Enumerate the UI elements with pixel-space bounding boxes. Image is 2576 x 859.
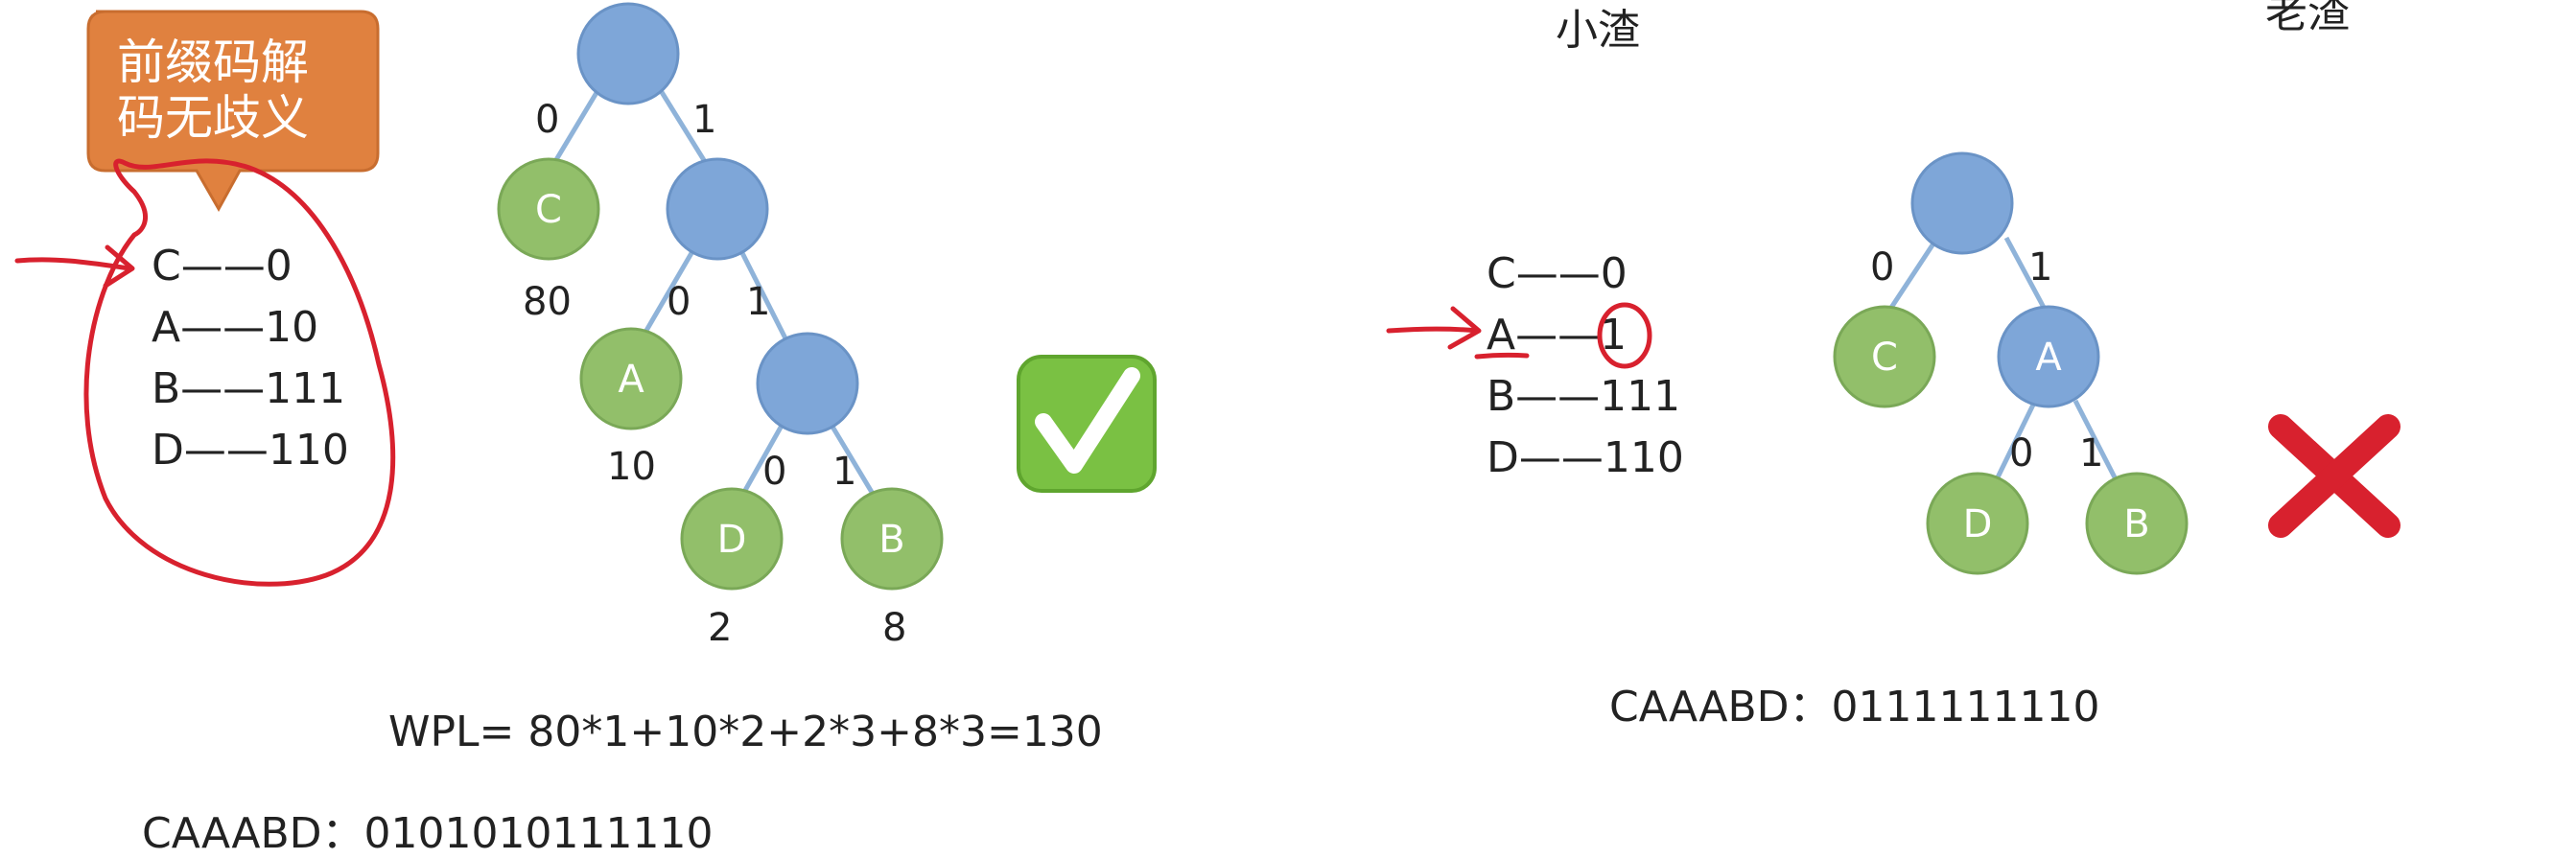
tree-edge (1994, 399, 2038, 481)
edge-label: 1 (832, 450, 856, 494)
edge-label: 0 (667, 280, 691, 324)
left-encoding: CAAABD：0101010111110 (142, 809, 713, 858)
code-row: B——111 (1487, 372, 1680, 421)
callout-bubble: 前缀码解 码无歧义 (86, 10, 380, 213)
edge-label: 0 (762, 450, 786, 494)
right-encoding: CAAABD：0111111110 (1609, 683, 2099, 731)
code-row: B——111 (152, 364, 345, 413)
tree-edge (2003, 236, 2051, 318)
weight-label: 2 (708, 606, 732, 650)
node-label: A (2035, 336, 2062, 380)
edge-label: 0 (1870, 245, 1894, 290)
weight-label: 8 (882, 606, 906, 650)
node-a (1997, 305, 2100, 408)
edge-label: 1 (746, 280, 770, 324)
leaf-node-b (2085, 472, 2189, 575)
node-label: C (1871, 336, 1898, 380)
code-row: C——0 (1487, 249, 1628, 298)
tree-edge (824, 415, 876, 496)
internal-node (666, 157, 769, 261)
node-label: B (878, 518, 904, 562)
left-huffman-tree: C A D B 0 1 0 1 0 1 80 10 2 8 (497, 2, 944, 650)
leaf-node-c (497, 157, 600, 261)
edge-label: 1 (692, 98, 716, 142)
node-label: A (618, 358, 644, 402)
edge-label: 0 (2009, 431, 2033, 476)
tree-edge (1883, 236, 1940, 318)
heading-laozha: 老渣 (2265, 0, 2350, 37)
edge-label: 1 (2079, 431, 2103, 476)
cross-mark-icon (2268, 414, 2400, 538)
red-arrow-left (14, 244, 135, 289)
right-code-tree: C A D B 0 1 0 1 (1833, 151, 2189, 575)
node-label: D (717, 518, 747, 562)
left-code-table: C——0 A——10 B——111 D——110 (152, 242, 349, 475)
leaf-node-b (840, 487, 944, 591)
edge-label: 1 (2028, 245, 2052, 290)
tree-edge (734, 240, 789, 342)
node-label: C (535, 188, 562, 232)
tree-edge (2073, 399, 2119, 481)
heading-xiaozha: 小渣 (1556, 6, 1640, 55)
check-mark-icon (1017, 355, 1157, 493)
callout-line-2: 码无歧义 (117, 90, 309, 146)
code-row: D——110 (152, 426, 349, 475)
leaf-node-d (680, 487, 784, 591)
red-circle-small-annotation (1597, 302, 1652, 369)
code-row: D——110 (1487, 433, 1684, 482)
tree-edge (638, 240, 701, 342)
red-circle-annotation (83, 158, 396, 587)
right-code-table: C——0 A——1 B——111 D——110 (1487, 249, 1684, 482)
leaf-node-a (579, 327, 683, 430)
tree-edge (649, 75, 714, 174)
code-row: C——0 (152, 242, 293, 290)
tree-root-node (576, 2, 680, 105)
tree-edge (740, 415, 789, 496)
edge-label: 0 (535, 98, 559, 142)
red-arrow-right (1386, 306, 1482, 350)
tree-root-node (1910, 151, 2014, 255)
code-row: A——10 (152, 303, 318, 352)
weight-label: 10 (607, 445, 656, 489)
weight-label: 80 (523, 280, 572, 324)
leaf-node-c (1833, 305, 1936, 408)
internal-node (756, 332, 859, 435)
callout-line-1: 前缀码解 (117, 35, 309, 90)
node-label: B (2123, 502, 2149, 546)
node-label: D (1963, 502, 1993, 546)
wpl-formula: WPL= 80*1+10*2+2*3+8*3=130 (388, 708, 1103, 756)
leaf-node-d (1926, 472, 2029, 575)
red-underline-annotation (1474, 352, 1530, 360)
